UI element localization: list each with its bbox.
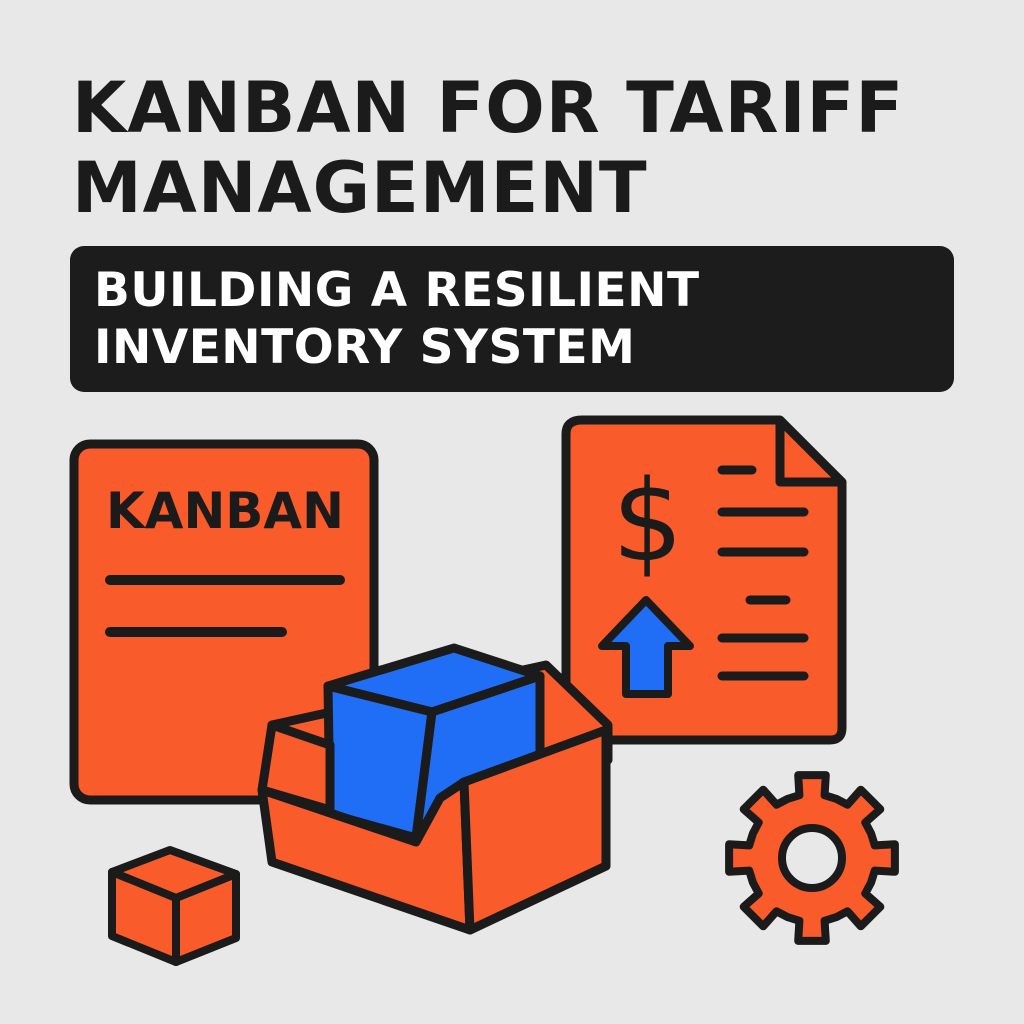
dollar-icon: $ (612, 457, 683, 587)
up-arrow-icon (598, 596, 694, 698)
kanban-card-icon: KANBAN (69, 439, 379, 805)
inventory-box-icon (257, 643, 613, 935)
tariff-document-icon: $ (561, 415, 847, 745)
subtitle-line-1: BUILDING A RESILIENT (94, 263, 700, 318)
doc-lines (717, 465, 809, 681)
page-title: KANBAN FOR TARIFF MANAGEMENT (72, 68, 972, 228)
subtitle-banner: BUILDING A RESILIENT INVENTORY SYSTEM (70, 246, 954, 392)
subtitle: BUILDING A RESILIENT INVENTORY SYSTEM (94, 262, 700, 376)
title-line-2: MANAGEMENT (72, 147, 648, 229)
gear-icon (725, 771, 899, 945)
small-box-icon (108, 846, 240, 966)
title-line-1: KANBAN FOR TARIFF (72, 67, 905, 149)
kanban-card-label: KANBAN (106, 482, 344, 540)
subtitle-line-2: INVENTORY SYSTEM (94, 320, 636, 375)
